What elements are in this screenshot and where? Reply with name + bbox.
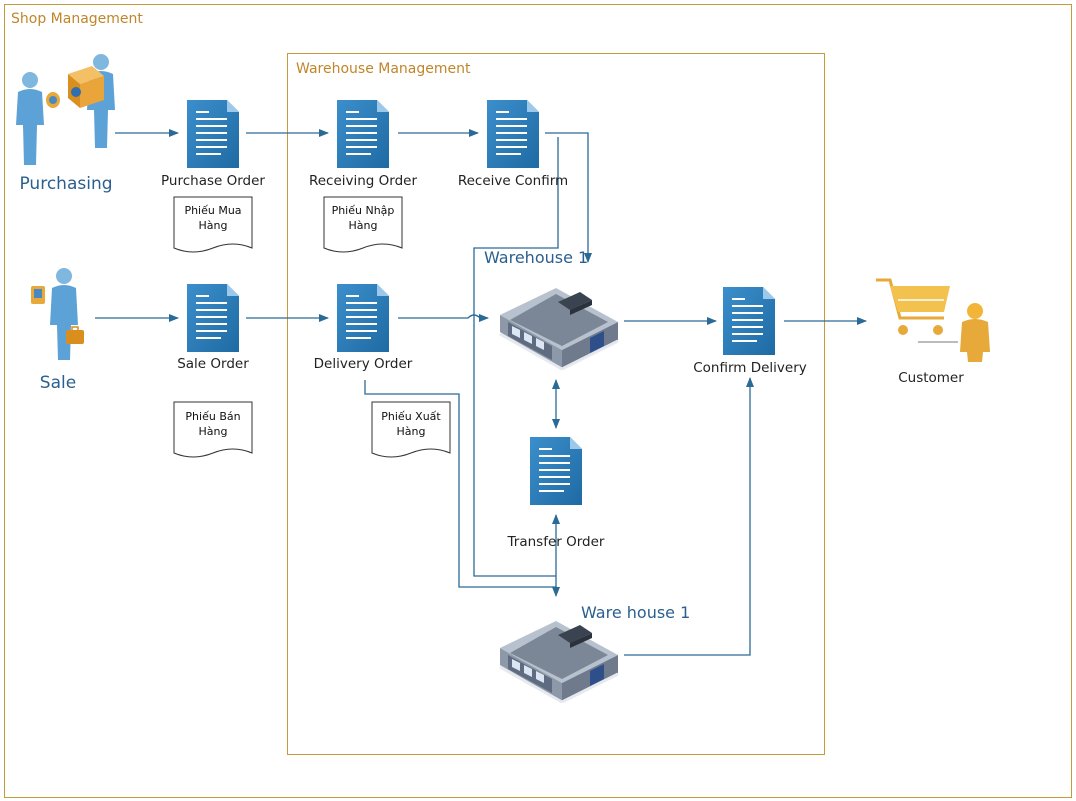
- arrow-rc-to-warehouse-top: [545, 132, 592, 263]
- sale-order-label: Sale Order: [177, 356, 249, 372]
- purchase-order-doc-icon: [187, 100, 239, 168]
- sale-order-doc-icon: [187, 284, 239, 352]
- delivery-order-doc-icon: [337, 284, 389, 352]
- warehouse-bottom-label: Ware house 1: [581, 603, 691, 622]
- warehouse-bottom-icon: [498, 619, 620, 703]
- delivery-order-label: Delivery Order: [313, 356, 413, 372]
- transfer-order-doc-icon: [530, 437, 582, 505]
- receiving-order-doc-icon: [337, 100, 389, 168]
- receive-confirm-doc-icon: [487, 100, 539, 168]
- receiving-order-label: Receiving Order: [308, 173, 418, 189]
- note-phieu-mua: Phiếu Mua Hàng: [184, 204, 242, 232]
- note-phieu-xuat: Phiếu Xuất Hàng: [381, 410, 441, 438]
- purchase-order-label: Purchase Order: [161, 173, 265, 189]
- note-phieu-nhap: Phiếu Nhập Hàng: [331, 204, 395, 232]
- warehouse-top-label: Warehouse 1: [484, 248, 589, 267]
- sale-actor-icon: [31, 268, 84, 360]
- customer-label: Customer: [898, 370, 964, 386]
- warehouse-management-title: Warehouse Management: [296, 61, 471, 77]
- warehouse-top-icon: [498, 286, 620, 370]
- arrow-warehouse-bottom-to-cd: [624, 377, 754, 656]
- confirm-delivery-doc-icon: [723, 287, 775, 355]
- warehouse-management-frame: [287, 53, 825, 755]
- customer-cart-icon: [876, 278, 958, 343]
- shop-management-title: Shop Management: [11, 11, 143, 27]
- receive-confirm-label: Receive Confirm: [457, 173, 569, 189]
- sale-label: Sale: [39, 373, 77, 393]
- purchasing-label: Purchasing: [19, 174, 113, 194]
- confirm-delivery-label: Confirm Delivery: [693, 360, 807, 376]
- shop-management-frame: [4, 4, 1072, 798]
- note-phieu-ban: Phiếu Bán Hàng: [185, 410, 241, 438]
- transfer-order-label: Transfer Order: [507, 534, 605, 550]
- customer-person-icon: [960, 303, 990, 362]
- purchasing-actors-icon: [16, 54, 115, 165]
- line-rc-to-warehouse-bottom: [473, 137, 559, 577]
